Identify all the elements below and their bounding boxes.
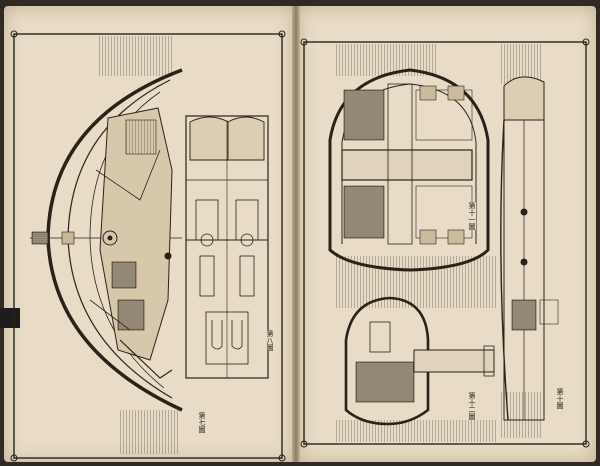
right-plate: [300, 38, 590, 448]
caption-fig-8: 第八圖: [266, 330, 274, 351]
caption-fig-10: 第十圖: [556, 388, 564, 409]
book-gutter: [292, 6, 300, 462]
water-hatch-bottom: [120, 410, 180, 454]
caption-fig-7: 第七圖: [198, 412, 206, 433]
bookmark-tab: [0, 308, 20, 328]
engine-elevation-figure: [185, 115, 269, 379]
water-hatch-top: [98, 36, 174, 76]
long-elevation-figure: [500, 76, 559, 421]
caption-fig-11: 第十一圖: [468, 202, 476, 230]
hull-section-figure: [30, 68, 183, 412]
small-section-figure: [344, 296, 495, 426]
large-section-figure: [328, 68, 490, 272]
left-plate: [10, 30, 286, 462]
caption-fig-12: 第十二圖: [468, 392, 476, 420]
